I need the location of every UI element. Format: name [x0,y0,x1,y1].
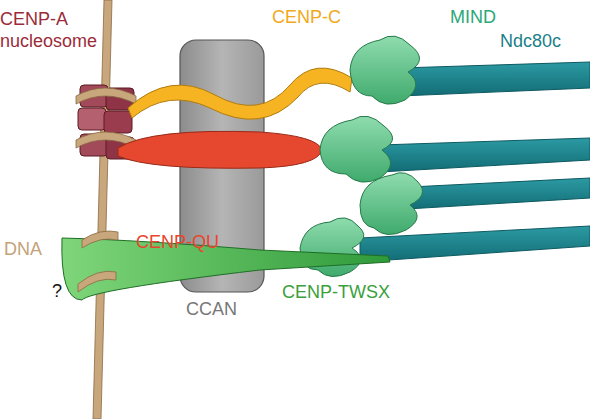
complex-label: CCAN [186,298,256,320]
mind-complexes [300,36,423,277]
unknown-mark: ? [52,280,72,302]
dna-wrap [76,88,136,148]
protein-label: MIND [450,6,520,28]
protein-label: CENP-C [272,6,362,28]
cenp-qu-shape [118,131,322,168]
dna-strand [93,0,112,419]
protein-label: Ndc80c [500,30,588,52]
cenp-c-ribbon [128,68,352,119]
protein-label: CENP-TWSX [282,281,412,303]
dna-wrap-lower [78,231,118,292]
protein-label: CENP-A nucleosome [0,8,100,52]
protein-label: CENP-QU [136,231,236,253]
dna-label: DNA [4,238,64,260]
